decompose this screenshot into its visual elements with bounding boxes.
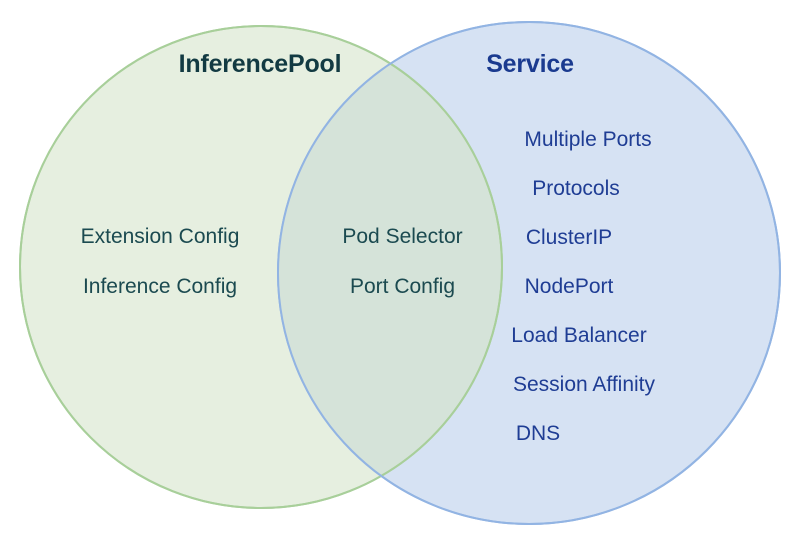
left-set-outline <box>19 25 503 509</box>
right-set-outline <box>277 21 781 525</box>
